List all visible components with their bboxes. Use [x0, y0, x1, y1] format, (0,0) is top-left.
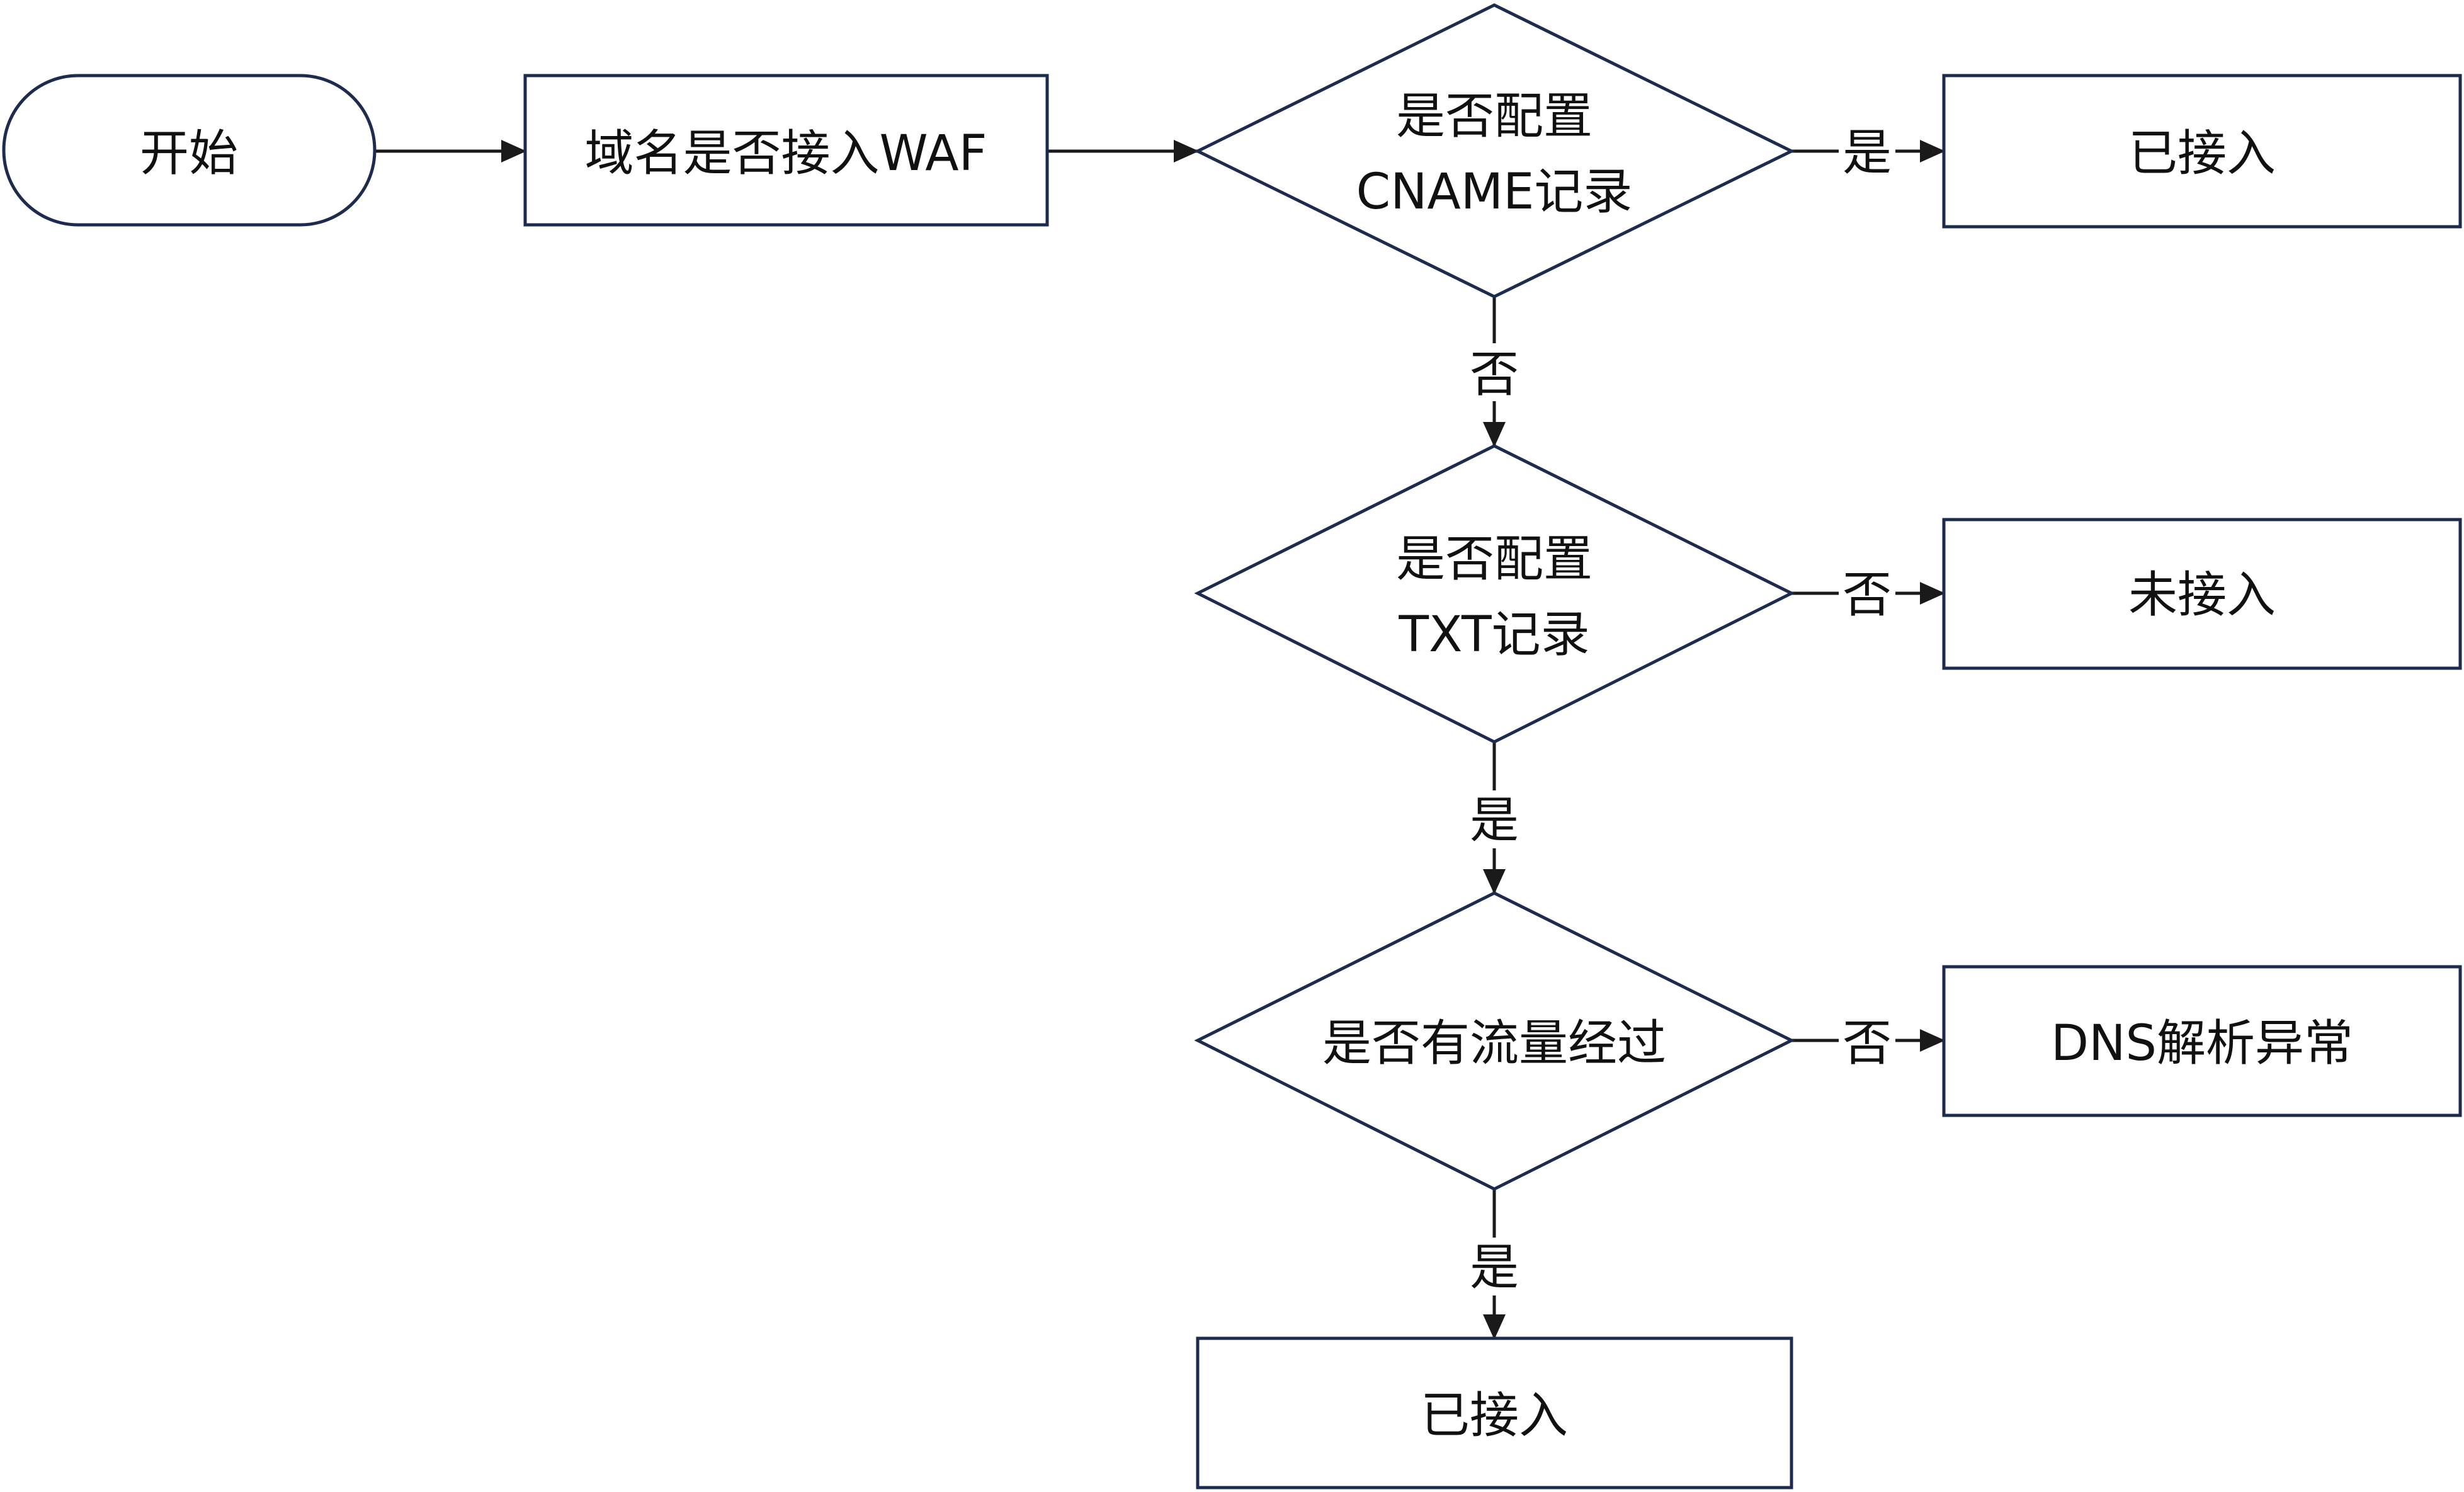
txt-decision-line2: TXT记录	[1398, 606, 1589, 663]
cname-decision-node: 是否配置 CNAME记录	[1194, 3, 1795, 299]
svg-text:否: 否	[1842, 1015, 1892, 1072]
traffic-decision-label: 是否有流量经过	[1322, 1015, 1666, 1072]
txt-decision-line1: 是否配置	[1396, 531, 1593, 588]
start-node-label: 开始	[140, 125, 238, 182]
edge-label-traffic-no: 否	[1839, 1012, 1895, 1072]
edge-label-txt-no: 否	[1839, 565, 1895, 624]
txt-decision-node: 是否配置 TXT记录	[1194, 444, 1795, 744]
edge-label-traffic-yes: 是	[1464, 1238, 1524, 1296]
dns-error-node-label: DNS解析异常	[2051, 1015, 2353, 1072]
svg-text:否: 否	[1842, 567, 1892, 624]
edge-label-cname-yes: 是	[1839, 123, 1895, 181]
connected-top-node: 已接入	[1942, 74, 2462, 229]
start-node: 开始	[2, 74, 377, 227]
not-connected-node: 未接入	[1942, 518, 2462, 670]
check-waf-node-label: 域名是否接入WAF	[584, 125, 987, 182]
not-connected-node-label: 未接入	[2128, 567, 2276, 624]
svg-text:是: 是	[1470, 1239, 1519, 1296]
connected-bottom-node-label: 已接入	[1421, 1387, 1568, 1444]
connected-bottom-node: 已接入	[1196, 1336, 1793, 1489]
svg-text:是: 是	[1842, 125, 1892, 181]
dns-error-node: DNS解析异常	[1942, 965, 2462, 1117]
cname-decision-line1: 是否配置	[1396, 88, 1593, 145]
edge-label-txt-yes: 是	[1464, 790, 1524, 849]
traffic-decision-node: 是否有流量经过	[1194, 891, 1795, 1191]
edge-label-cname-no: 否	[1464, 343, 1524, 403]
connected-top-node-label: 已接入	[2128, 125, 2276, 182]
check-waf-node: 域名是否接入WAF	[523, 74, 1049, 227]
svg-text:否: 否	[1470, 346, 1519, 403]
cname-decision-line2: CNAME记录	[1356, 164, 1633, 220]
svg-text:是: 是	[1470, 792, 1519, 849]
